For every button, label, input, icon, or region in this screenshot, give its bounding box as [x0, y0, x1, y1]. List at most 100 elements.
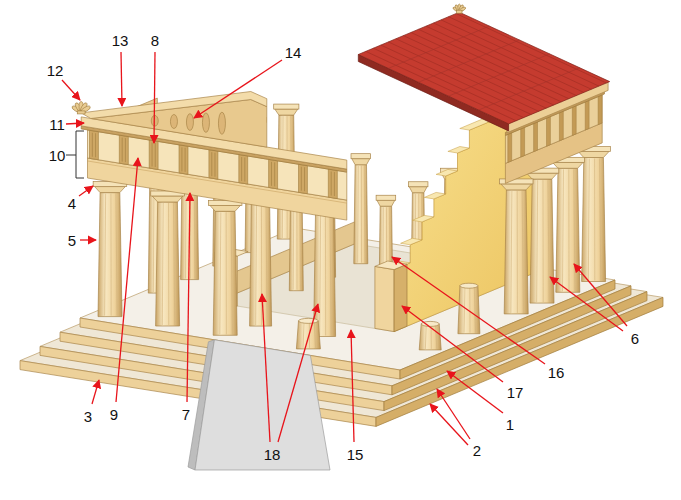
column-flute: [517, 191, 518, 313]
column-flute: [522, 191, 523, 313]
column-flute: [436, 325, 437, 349]
triglyph: [328, 169, 337, 199]
leader-arrow: [351, 330, 354, 442]
triglyph: [119, 135, 128, 165]
column-flute: [594, 159, 595, 281]
column-echinus: [377, 200, 395, 206]
column: [351, 154, 371, 264]
column-shaft: [314, 213, 336, 337]
callout-number: 9: [110, 407, 118, 422]
triglyph-groove: [211, 152, 212, 176]
roof-tile-line: [403, 36, 553, 105]
triglyph: [547, 117, 551, 147]
column-flute: [425, 325, 427, 349]
column-flute: [168, 203, 169, 325]
callout-number: 4: [68, 196, 76, 211]
triglyph-groove: [274, 162, 275, 186]
triglyph: [585, 100, 589, 130]
triglyph: [90, 130, 99, 159]
column: [245, 191, 276, 326]
column-shaft: [582, 158, 606, 282]
wall-top: [448, 147, 470, 154]
callout-number: 1: [506, 417, 514, 432]
wall-top: [401, 238, 423, 245]
bracket: [76, 131, 84, 178]
roof-tile-line: [441, 20, 591, 89]
triglyph-groove: [334, 172, 335, 196]
column-shaft: [530, 179, 554, 303]
column-flute: [266, 203, 267, 325]
column-echinus: [552, 162, 583, 168]
triglyph: [269, 159, 278, 189]
callout-number: 11: [49, 117, 65, 132]
column-echinus: [352, 159, 370, 165]
column-stump-top: [460, 283, 478, 288]
column-shaft: [156, 202, 180, 326]
column-shaft: [213, 211, 237, 335]
column-flute: [319, 214, 321, 336]
column-flute: [303, 322, 305, 348]
column-shaft: [98, 193, 122, 317]
wall-top: [412, 215, 434, 222]
callout-number: 3: [84, 409, 92, 424]
anta-top: [375, 261, 407, 270]
leader-arrow: [262, 294, 270, 442]
roof-tile-line: [456, 14, 606, 83]
triglyph-groove: [152, 142, 153, 166]
triglyph: [239, 155, 248, 184]
column-flute: [104, 194, 106, 316]
callout-number: 15: [347, 447, 364, 462]
column-flute: [325, 214, 326, 336]
roof-tile-line: [418, 29, 568, 98]
roof-tile-line: [411, 32, 561, 101]
triglyph-groove: [304, 167, 305, 191]
column-flute: [568, 169, 569, 291]
column-stump-top: [299, 318, 319, 323]
column-stump: [419, 321, 441, 349]
leader-arrow: [194, 60, 282, 118]
triglyph-groove: [95, 133, 96, 157]
column-flute: [255, 203, 257, 325]
triglyph: [559, 111, 563, 141]
column: [208, 200, 242, 335]
triglyph-groove: [155, 143, 156, 167]
pediment-sculpture: [186, 114, 193, 131]
column-flute: [464, 287, 466, 333]
leader-arrow: [447, 371, 503, 413]
acroterion: [452, 4, 466, 13]
roof-tile-line: [448, 54, 549, 96]
triglyph: [508, 133, 512, 163]
column: [577, 147, 611, 282]
column-flute: [600, 159, 601, 281]
leader-arrow: [430, 404, 468, 445]
column-abacus: [274, 104, 299, 109]
column-flute: [110, 194, 111, 316]
leader-arrow: [574, 264, 627, 326]
bracket: [66, 155, 76, 156]
leader-arrow: [402, 306, 503, 382]
leader-arrow: [66, 123, 84, 124]
column-echinus: [527, 173, 558, 179]
triglyph: [598, 95, 602, 125]
column-shaft: [556, 168, 580, 292]
column-flute: [474, 287, 475, 333]
column-flute: [162, 203, 164, 325]
column-flute: [364, 166, 366, 263]
column-echinus: [210, 205, 241, 211]
triglyph-groove: [331, 172, 332, 196]
roof-tile-line: [418, 40, 519, 82]
roof-tile-line: [449, 17, 599, 86]
column-flute: [219, 212, 221, 334]
ramp: [195, 340, 330, 470]
column-abacus: [351, 154, 371, 159]
leader-lines: [62, 52, 627, 445]
leader-arrow: [437, 389, 470, 439]
roof-tile-line: [366, 51, 516, 120]
column-stump: [458, 283, 480, 333]
column-flute: [314, 322, 315, 348]
column-flute: [361, 166, 362, 263]
callout-number: 5: [68, 233, 76, 248]
callout-number: 7: [182, 407, 190, 422]
column-flute: [261, 203, 262, 325]
